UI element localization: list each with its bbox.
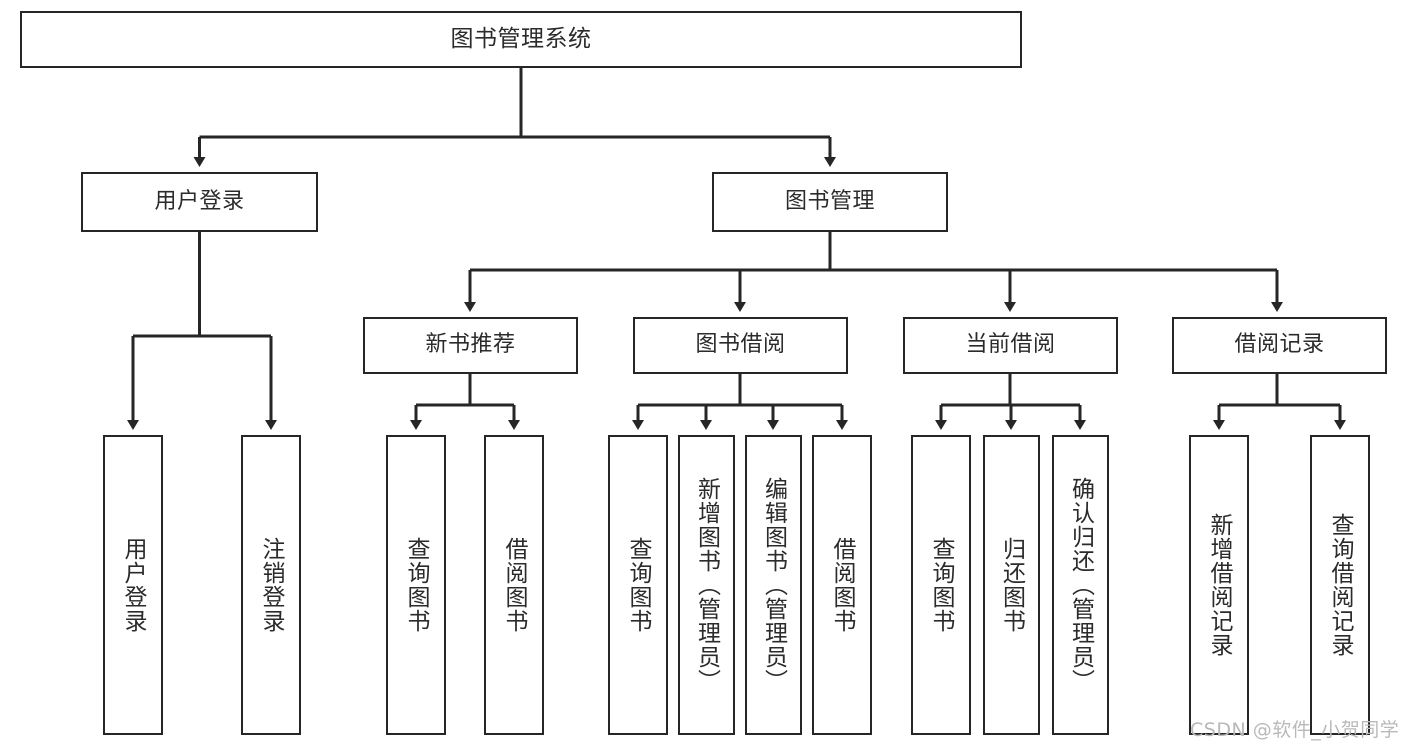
node-leaf-query-book-2[interactable]: 查询图书 [608,435,668,735]
node-leaf-confirm-return-label: 确认归还（管理员） [1067,477,1094,693]
node-leaf-return-book-label: 归还图书 [998,537,1025,633]
node-book-borrow[interactable]: 图书借阅 [633,317,848,374]
node-leaf-borrow-book-1-label: 借阅图书 [501,537,528,633]
node-borrow-record[interactable]: 借阅记录 [1172,317,1387,374]
node-leaf-user-login-label: 用户登录 [120,537,147,633]
node-current-borrow-label: 当前借阅 [965,332,1056,358]
node-leaf-add-record-label: 新增借阅记录 [1206,513,1233,657]
node-leaf-query-book-1-label: 查询图书 [403,537,430,633]
node-book-manage-label: 图书管理 [784,188,875,214]
node-leaf-borrow-book-2[interactable]: 借阅图书 [812,435,872,735]
node-leaf-query-record[interactable]: 查询借阅记录 [1310,435,1370,735]
node-leaf-confirm-return[interactable]: 确认归还（管理员） [1052,435,1109,735]
node-user-login-label: 用户登录 [154,188,245,214]
node-user-login[interactable]: 用户登录 [81,172,318,232]
node-root-label: 图书管理系统 [450,25,592,52]
node-leaf-add-record[interactable]: 新增借阅记录 [1189,435,1249,735]
node-leaf-query-book-3[interactable]: 查询图书 [911,435,971,735]
node-book-manage[interactable]: 图书管理 [712,172,948,232]
node-leaf-edit-book[interactable]: 编辑图书（管理员） [745,435,802,735]
node-leaf-query-book-1[interactable]: 查询图书 [386,435,446,735]
node-leaf-query-book-2-label: 查询图书 [625,537,652,633]
node-leaf-return-book[interactable]: 归还图书 [983,435,1040,735]
node-leaf-query-book-3-label: 查询图书 [928,537,955,633]
node-leaf-add-book[interactable]: 新增图书（管理员） [678,435,735,735]
node-new-book-rec[interactable]: 新书推荐 [363,317,578,374]
node-leaf-edit-book-label: 编辑图书（管理员） [760,477,787,693]
node-new-book-rec-label: 新书推荐 [425,332,516,358]
node-leaf-user-login[interactable]: 用户登录 [103,435,163,735]
node-book-borrow-label: 图书借阅 [695,332,786,358]
node-current-borrow[interactable]: 当前借阅 [903,317,1118,374]
node-borrow-record-label: 借阅记录 [1234,332,1325,358]
node-leaf-borrow-book-1[interactable]: 借阅图书 [484,435,544,735]
node-leaf-borrow-book-2-label: 借阅图书 [829,537,856,633]
node-root[interactable]: 图书管理系统 [20,11,1022,68]
node-leaf-query-record-label: 查询借阅记录 [1327,513,1354,657]
node-leaf-add-book-label: 新增图书（管理员） [693,477,720,693]
node-leaf-logout[interactable]: 注销登录 [241,435,301,735]
node-leaf-logout-label: 注销登录 [258,537,285,633]
